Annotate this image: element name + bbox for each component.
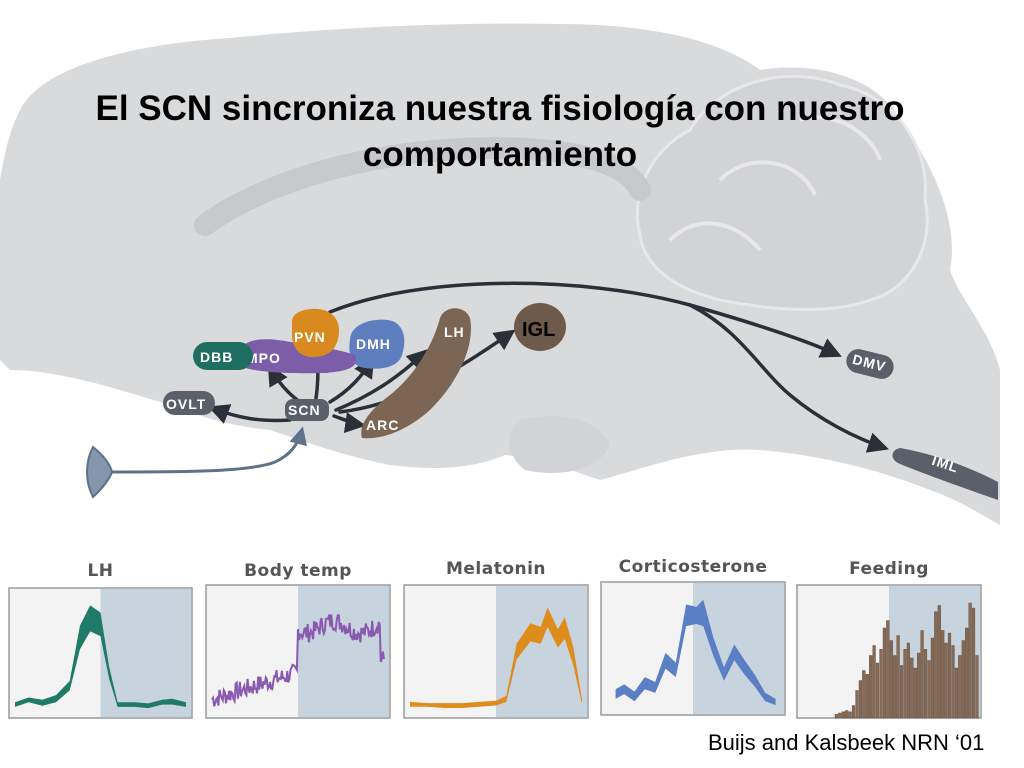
citation: Buijs and Kalsbeek NRN ‘01 (708, 730, 985, 755)
arrow-scn-ovlt (208, 404, 292, 424)
feeding-bar (958, 655, 962, 719)
feeding-bar (893, 655, 897, 719)
label-ovlt: OVLT (166, 396, 206, 412)
lh-nucleus (361, 308, 471, 439)
panel-title: Corticosterone (619, 557, 768, 577)
feeding-bar (927, 660, 931, 719)
feeding-bar (965, 627, 969, 719)
feeding-bar (971, 607, 976, 719)
feeding-bar (841, 711, 845, 719)
panel-title: Melatonin (446, 559, 546, 579)
igl-nucleus (514, 303, 566, 351)
corpus-callosum (194, 137, 651, 236)
rhythm-trace (211, 613, 385, 707)
label-igl: IGL (522, 319, 555, 341)
feeding-bar (903, 649, 907, 719)
feeding-bar (882, 627, 886, 719)
feeding-bar (910, 657, 914, 719)
feeding-bar (886, 620, 890, 719)
feeding-bar (975, 655, 979, 719)
panel-melatonin: Melatonin (403, 559, 589, 719)
feeding-bar (899, 665, 904, 719)
dbb-nucleus (193, 342, 253, 370)
label-dbb: DBB (200, 349, 233, 365)
cerebellum-shape (635, 74, 929, 311)
panel-corticosterone: Corticosterone (600, 557, 786, 716)
feeding-bar (917, 652, 921, 719)
feeding-bar (934, 611, 938, 719)
feeding-bar (941, 630, 945, 719)
feeding-bar (951, 645, 955, 719)
arrow-pvn-dmv (328, 281, 842, 358)
feeding-bar (920, 630, 924, 719)
night-phase-shading (100, 589, 191, 717)
feeding-bar (862, 670, 866, 719)
panel-title: Body temp (244, 561, 352, 581)
feeding-bar (896, 635, 900, 719)
label-scn: SCN (288, 402, 321, 418)
label-pvn: PVN (294, 329, 326, 345)
dmh-nucleus (349, 319, 405, 369)
night-phase-shading (693, 583, 784, 714)
rhythm-trace (410, 607, 582, 708)
nuclei: LH ARC MPO DMH DBB PVN IGL OVLT SCN DMV … (163, 303, 998, 500)
ovlt-nucleus (163, 391, 215, 415)
panel-title: Feeding (849, 559, 929, 579)
scn-nucleus (285, 399, 329, 421)
slide-title: El SCN sincroniza nuestra fisiología con… (95, 89, 905, 174)
brain-silhouette (0, 23, 1000, 526)
rhythm-trace (15, 605, 186, 709)
feeding-bar (848, 711, 852, 719)
feeding-bar (879, 649, 883, 719)
label-lh: LH (444, 324, 465, 340)
arrow-pvn-iml (688, 303, 889, 453)
pvn-nucleus (292, 308, 340, 358)
pons-shape (509, 416, 610, 473)
feeding-bar (865, 674, 869, 719)
brainstem-shape (0, 180, 170, 350)
feeding-bar (851, 705, 856, 719)
arrow-scn-lh (334, 349, 429, 412)
feeding-bar (858, 680, 862, 719)
feeding-bar (889, 640, 893, 719)
panel-body-temp: Body temp (205, 561, 391, 719)
arrow-scn-arc (332, 412, 367, 434)
rhythm-trace (615, 599, 776, 705)
feeding-bar (838, 712, 842, 719)
feeding-bar (855, 690, 859, 719)
retinal-input (86, 426, 307, 499)
cerebellum-fold (668, 115, 882, 252)
feeding-bar (923, 649, 928, 719)
feeding-bar (954, 667, 958, 719)
rhythm-panels: LH Body temp Melatonin Corticosterone Feedin… (8, 557, 982, 719)
dmv-nucleus (846, 349, 894, 379)
panel-feeding: Feeding (796, 559, 982, 719)
feeding-bar (913, 667, 917, 719)
feeding-bar (944, 642, 948, 719)
feeding-bar (968, 602, 972, 719)
label-iml: IML (930, 452, 961, 476)
label-mpo: MPO (246, 350, 281, 366)
panel-lh: LH (8, 561, 193, 719)
label-dmh: DMH (356, 336, 391, 352)
feeding-bar (869, 655, 873, 719)
feeding-bar (937, 605, 941, 719)
feeding-bar (875, 662, 880, 719)
feeding-bar (845, 710, 849, 719)
mpo-nucleus (241, 339, 357, 374)
eye-icon (86, 445, 114, 499)
feeding-bar (906, 642, 910, 719)
label-arc: ARC (366, 417, 399, 433)
panel-title: LH (87, 561, 113, 581)
feeding-bar (834, 714, 838, 719)
feeding-bar (872, 645, 876, 719)
feeding-bar (947, 632, 952, 719)
feeding-bar (961, 640, 965, 719)
iml-column (892, 448, 998, 500)
retinohypothalamic-tract (111, 426, 307, 474)
night-phase-shading (298, 586, 389, 717)
feeding-bar (930, 637, 934, 719)
